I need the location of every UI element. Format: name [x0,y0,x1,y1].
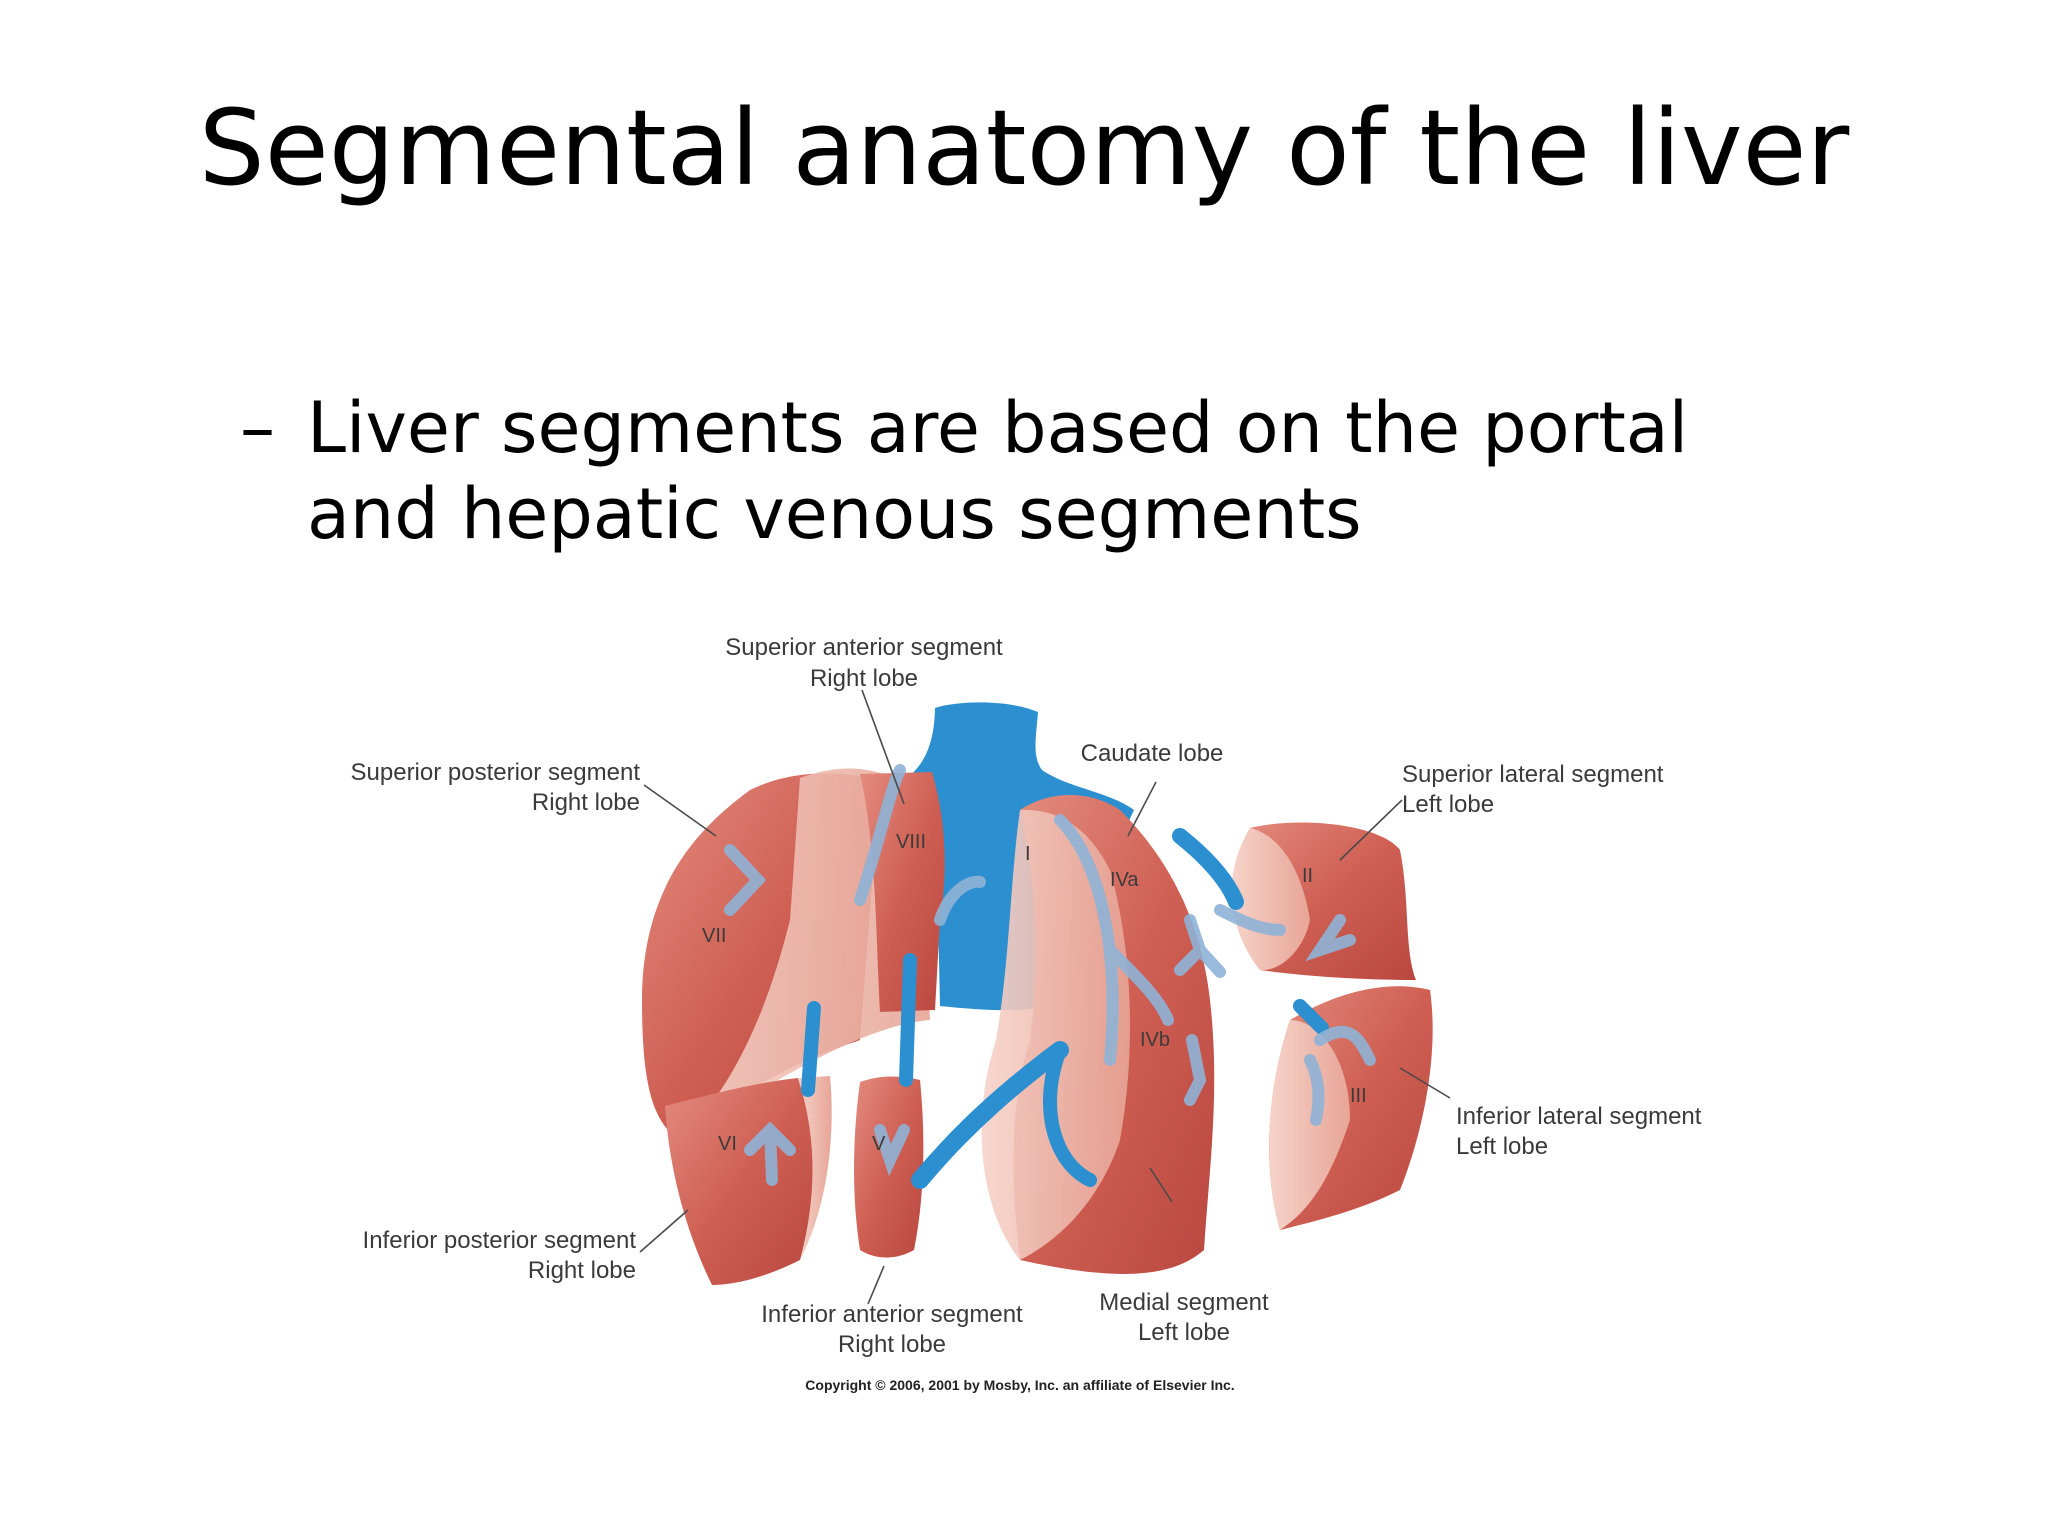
label-medial-2: Left lobe [1138,1319,1230,1346]
blue-veins [801,828,1329,1189]
label-inferior-posterior-2: Right lobe [528,1257,636,1284]
label-inferior-lateral-1: Inferior lateral segment [1456,1103,1702,1130]
bullet-dash: – [240,387,275,469]
numeral-iva: IVa [1110,869,1139,891]
numeral-v: V [872,1133,886,1155]
numeral-ii: II [1302,865,1313,887]
segment-numerals: VII VIII I IVa IVb II III VI V [702,831,1367,1155]
slide-title: Segmental anatomy of the liver [198,87,1850,209]
label-medial-1: Medial segment [1099,1289,1269,1316]
numeral-vi: VI [718,1133,737,1155]
label-inferior-anterior-1: Inferior anterior segment [761,1301,1023,1328]
label-superior-anterior-2: Right lobe [810,665,918,692]
label-superior-posterior-2: Right lobe [532,789,640,816]
numeral-i: I [1025,843,1031,865]
label-inferior-posterior-1: Inferior posterior segment [363,1227,637,1254]
label-superior-anterior-1: Superior anterior segment [725,634,1003,661]
numeral-iii: III [1350,1085,1367,1107]
numeral-viii: VIII [896,831,926,853]
label-inferior-lateral-2: Left lobe [1456,1133,1548,1160]
bullet-text: Liver segments are based on the portal a… [307,387,1689,555]
label-inferior-anterior-2: Right lobe [838,1331,946,1358]
leader-lines [639,689,1451,1305]
label-superior-lateral-2: Left lobe [1402,791,1494,818]
segment-i-caudate [981,809,1131,1260]
segment-ii-cut-face [1231,828,1310,971]
label-superior-posterior-1: Superior posterior segment [351,759,641,786]
portal-branches [724,764,1376,1186]
label-superior-lateral-1: Superior lateral segment [1402,761,1664,788]
segment-iii-cut-face [1269,1020,1350,1230]
hepatic-vein-trunk [876,702,1134,1011]
segment-vi-cut-face [798,1076,832,1260]
numeral-vii: VII [702,925,726,947]
liver-segments-diagram: VII VIII I IVa IVb II III VI V Superior … [351,634,1702,1393]
label-caudate-lobe: Caudate lobe [1081,740,1224,767]
copyright-notice: Copyright © 2006, 2001 by Mosby, Inc. an… [805,1377,1234,1393]
segment-vi [665,1078,815,1285]
numeral-ivb: IVb [1140,1029,1170,1051]
